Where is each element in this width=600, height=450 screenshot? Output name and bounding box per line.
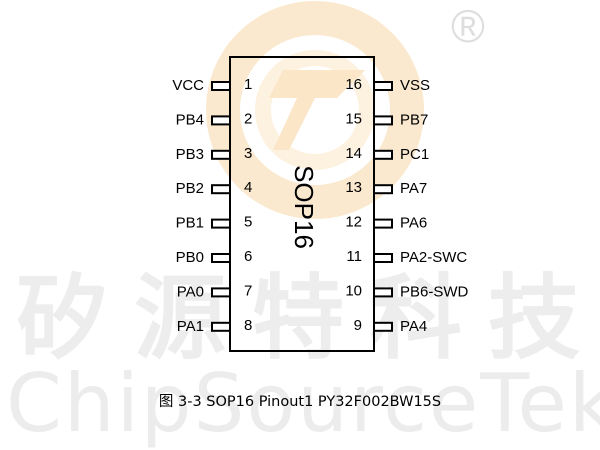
package-label: SOP16 <box>289 165 319 249</box>
pin-2-label: PB4 <box>176 111 204 128</box>
pin-16-number: 16 <box>345 76 362 93</box>
watermark-english-text: ChipSourceTek <box>6 357 600 450</box>
pin-7-label: PA0 <box>177 283 204 300</box>
pin-3-label: PB3 <box>176 146 204 163</box>
pin-12-number: 12 <box>345 214 362 231</box>
pin-11-label: PA2-SWC <box>400 249 467 266</box>
pin-13-lead <box>373 184 393 195</box>
pin-8-label: PA1 <box>177 318 204 335</box>
pin-4-label: PB2 <box>176 180 204 197</box>
pin-10-number: 10 <box>345 282 362 299</box>
pin-4-number: 4 <box>244 179 252 196</box>
figure-caption: 图 3-3 SOP16 Pinout1 PY32F002BW15S <box>158 394 442 410</box>
pin-7-number: 7 <box>244 282 252 299</box>
pin-1-label: VCC <box>172 77 204 94</box>
pin-12-lead <box>373 218 393 229</box>
pin-8-number: 8 <box>244 317 252 334</box>
pin-3-lead <box>211 149 231 160</box>
pin-11-number: 11 <box>346 248 362 265</box>
pin-5-label: PB1 <box>176 215 204 232</box>
pin-5-lead <box>211 218 231 229</box>
pin-6-label: PB0 <box>176 249 204 266</box>
pin-13-label: PA7 <box>400 180 427 197</box>
pin-6-lead <box>211 253 231 263</box>
pin-10-label: PB6-SWD <box>400 283 469 300</box>
pin-9-lead <box>373 321 393 332</box>
pin-11-lead <box>373 253 393 263</box>
pin-9-number: 9 <box>354 317 362 334</box>
pin-6-number: 6 <box>244 248 252 265</box>
pin-12-label: PA6 <box>400 215 427 232</box>
pin-1-lead <box>211 81 231 91</box>
pin-14-number: 14 <box>345 145 362 162</box>
pin-8-lead <box>211 321 231 332</box>
chip-body <box>229 56 375 352</box>
pin-15-lead <box>373 115 393 126</box>
pin-5-number: 5 <box>244 214 252 231</box>
watermark-registered-mark: ® <box>451 0 485 52</box>
pin-10-lead <box>373 287 393 298</box>
pin-2-number: 2 <box>244 110 252 127</box>
pin-13-number: 13 <box>345 179 362 196</box>
pin-14-lead <box>373 149 393 160</box>
pin-4-lead <box>211 184 231 195</box>
pin-1-number: 1 <box>244 76 252 93</box>
pin-3-number: 3 <box>244 145 252 162</box>
pin-7-lead <box>211 287 231 298</box>
pin-2-lead <box>211 115 231 126</box>
pin-15-label: PB7 <box>400 111 428 128</box>
pin-16-label: VSS <box>400 77 430 94</box>
pin-15-number: 15 <box>345 110 362 127</box>
pin-14-label: PC1 <box>400 146 429 163</box>
pin-9-label: PA4 <box>400 318 427 335</box>
pin-16-lead <box>373 81 393 91</box>
